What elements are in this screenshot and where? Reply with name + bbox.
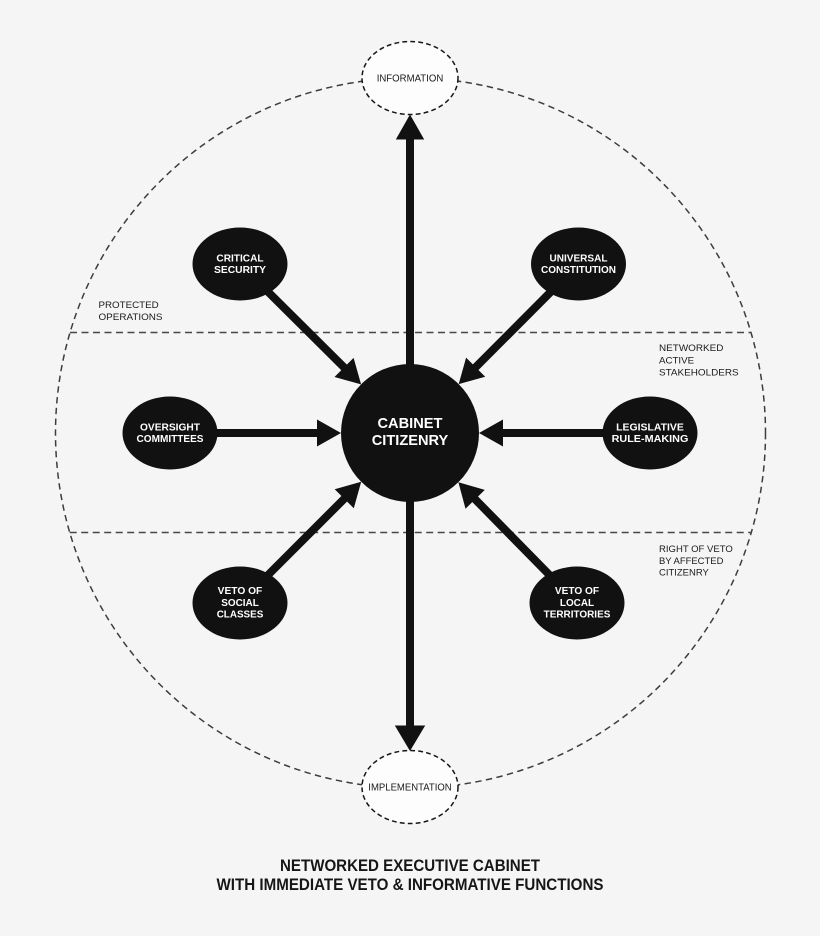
svg-text:VETO OF: VETO OF (218, 586, 263, 597)
svg-text:LOCAL: LOCAL (560, 598, 594, 609)
svg-text:SOCIAL: SOCIAL (221, 598, 259, 609)
svg-text:OVERSIGHT: OVERSIGHT (140, 423, 200, 434)
svg-text:LEGISLATIVE: LEGISLATIVE (616, 423, 684, 434)
svg-text:STAKEHOLDERS: STAKEHOLDERS (659, 368, 739, 379)
svg-text:NETWORKED EXECUTIVE CABINET: NETWORKED EXECUTIVE CABINET (280, 856, 541, 875)
svg-text:OPERATIONS: OPERATIONS (99, 312, 163, 323)
svg-text:CITIZENRY: CITIZENRY (659, 568, 709, 579)
svg-text:VETO OF: VETO OF (555, 586, 599, 597)
svg-text:INFORMATION: INFORMATION (377, 74, 444, 85)
svg-text:CONSTITUTION: CONSTITUTION (541, 265, 616, 276)
svg-text:COMMITTEES: COMMITTEES (137, 434, 204, 445)
svg-text:RULE-MAKING: RULE-MAKING (612, 434, 689, 445)
svg-text:CITIZENRY: CITIZENRY (372, 432, 449, 449)
svg-text:RIGHT OF VETO: RIGHT OF VETO (659, 544, 733, 555)
svg-text:CLASSES: CLASSES (217, 610, 264, 621)
svg-text:NETWORKED: NETWORKED (659, 343, 724, 354)
svg-text:CABINET: CABINET (378, 415, 443, 432)
svg-text:SECURITY: SECURITY (214, 265, 266, 276)
svg-text:CRITICAL: CRITICAL (216, 254, 263, 265)
svg-text:UNIVERSAL: UNIVERSAL (550, 254, 608, 265)
svg-text:IMPLEMENTATION: IMPLEMENTATION (368, 783, 451, 794)
svg-text:BY AFFECTED: BY AFFECTED (659, 556, 724, 567)
svg-text:WITH IMMEDIATE VETO & INFORMAT: WITH IMMEDIATE VETO & INFORMATIVE FUNCTI… (217, 875, 604, 894)
svg-text:TERRITORIES: TERRITORIES (544, 610, 611, 621)
svg-text:ACTIVE: ACTIVE (659, 356, 694, 367)
svg-text:PROTECTED: PROTECTED (99, 300, 159, 311)
